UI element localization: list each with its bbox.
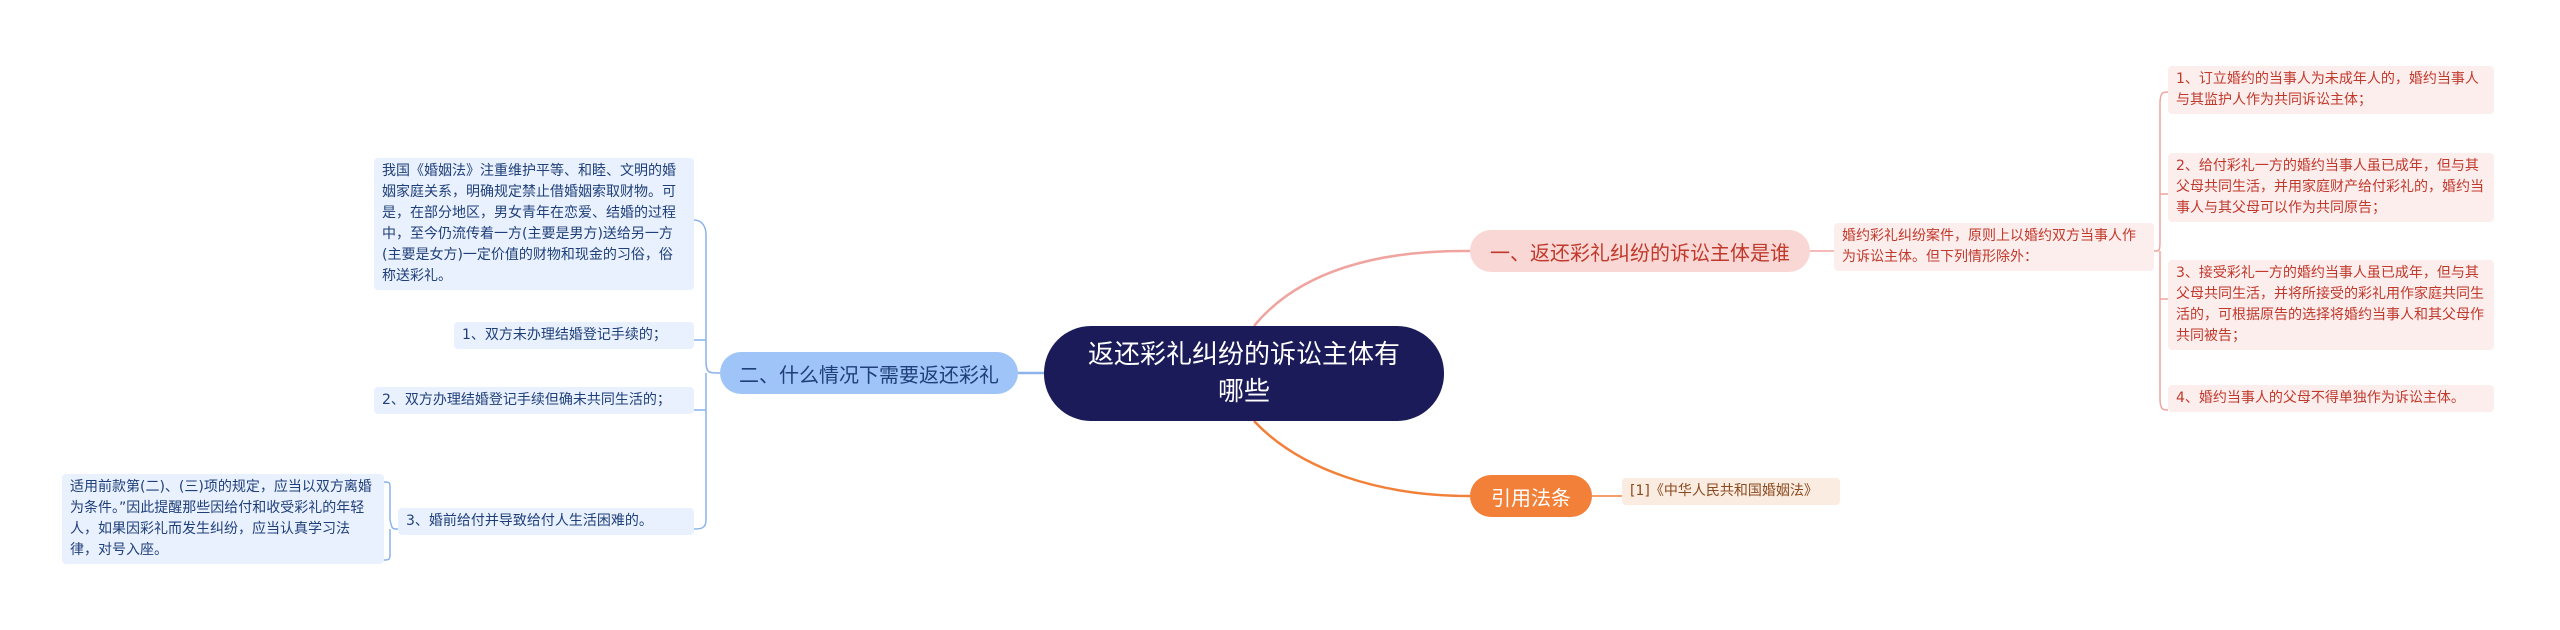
link-when-items — [693, 219, 721, 530]
when-item-2[interactable]: 2、双方办理结婚登记手续但确未共同生活的； — [374, 387, 694, 414]
root-topic[interactable]: 返还彩礼纠纷的诉讼主体有哪些 — [1044, 326, 1444, 421]
branch-litigation-parties[interactable]: 一、返还彩礼纠纷的诉讼主体是谁 — [1470, 230, 1810, 272]
link-root-parties — [1253, 249, 1471, 327]
parties-item-2[interactable]: 2、给付彩礼一方的婚约当事人虽已成年，但与其父母共同生活，并用家庭财产给付彩礼的… — [2168, 153, 2494, 222]
branch-label: 二、什么情况下需要返还彩礼 — [739, 362, 999, 387]
parties-item-4[interactable]: 4、婚约当事人的父母不得单独作为诉讼主体。 — [2168, 385, 2494, 412]
branch-label: 引用法条 — [1491, 485, 1571, 510]
when-background[interactable]: 我国《婚姻法》注重维护平等、和睦、文明的婚姻家庭关系，明确规定禁止借婚姻索取财物… — [374, 158, 694, 290]
link-root-law — [1253, 420, 1471, 498]
when-note[interactable]: 适用前款第(二)、(三)项的规定，应当以双方离婚为条件。”因此提醒那些因给付和收… — [62, 474, 384, 564]
law-reference[interactable]: [1]《中华人民共和国婚姻法》 — [1622, 478, 1840, 505]
branch-when-return[interactable]: 二、什么情况下需要返还彩礼 — [720, 352, 1018, 394]
branch-cited-law[interactable]: 引用法条 — [1470, 475, 1592, 517]
when-item-3[interactable]: 3、婚前给付并导致给付人生活困难的。 — [398, 508, 694, 535]
link-item3-note — [383, 481, 399, 561]
link-intro-items — [2153, 91, 2169, 411]
when-item-1[interactable]: 1、双方未办理结婚登记手续的； — [454, 322, 694, 349]
parties-intro[interactable]: 婚约彩礼纠纷案件，原则上以婚约双方当事人作为诉讼主体。但下列情形除外： — [1834, 223, 2154, 271]
root-title: 返还彩礼纠纷的诉讼主体有哪些 — [1088, 339, 1401, 407]
parties-item-3[interactable]: 3、接受彩礼一方的婚约当事人虽已成年，但与其父母共同生活，并将所接受的彩礼用作家… — [2168, 260, 2494, 350]
branch-label: 一、返还彩礼纠纷的诉讼主体是谁 — [1490, 240, 1790, 265]
parties-item-1[interactable]: 1、订立婚约的当事人为未成年人的，婚约当事人与其监护人作为共同诉讼主体； — [2168, 66, 2494, 114]
